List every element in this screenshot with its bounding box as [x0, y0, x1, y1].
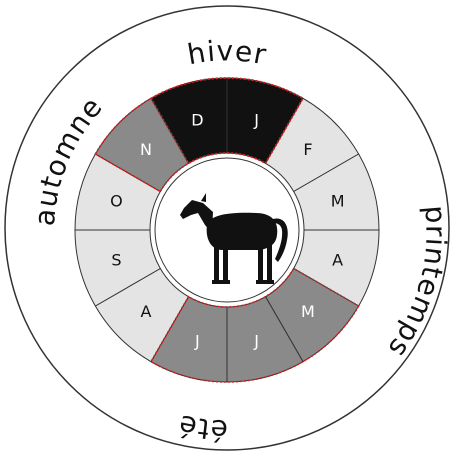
month-label: F: [303, 140, 312, 159]
month-label: M: [301, 302, 315, 321]
month-label: O: [110, 191, 123, 210]
season-label-hiver: hiver: [185, 34, 270, 71]
month-label: A: [332, 251, 343, 270]
month-label: J: [253, 332, 259, 351]
month-label: J: [253, 110, 259, 129]
month-label: A: [141, 302, 152, 321]
month-label: S: [111, 251, 121, 270]
month-label: M: [331, 191, 345, 210]
month-label: J: [194, 332, 200, 351]
month-label: D: [191, 110, 203, 129]
month-label: N: [140, 140, 152, 159]
season-label-ete: été: [175, 408, 228, 447]
